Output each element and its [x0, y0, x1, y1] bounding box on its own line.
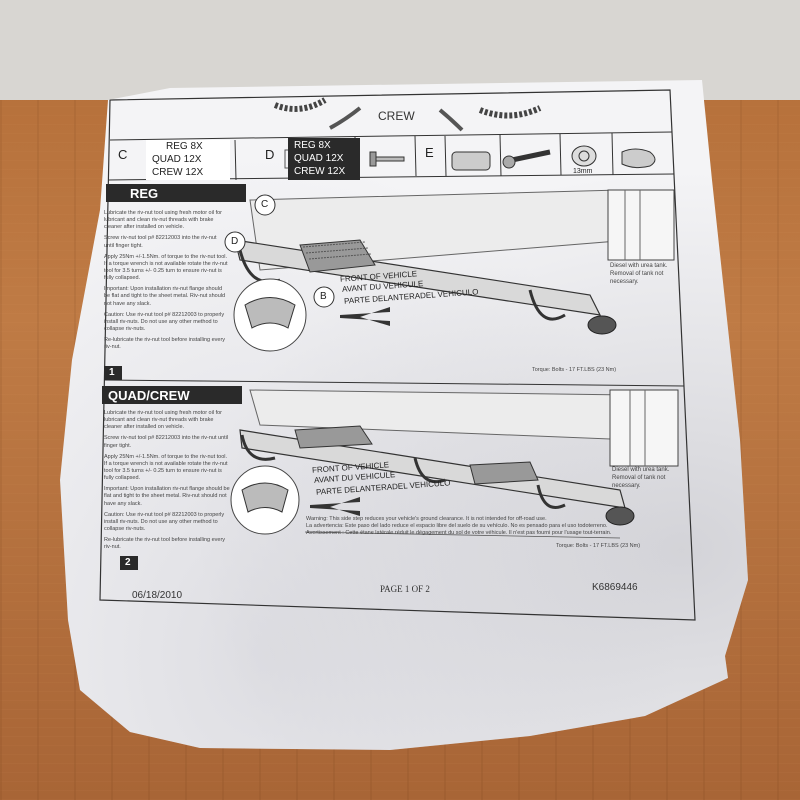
step-2-marker: 2 — [120, 556, 138, 570]
warning-en: Warning: This side step reduces your veh… — [306, 516, 547, 522]
instruction-text: Re-lubricate the riv-nut tool before ins… — [104, 337, 226, 351]
warning-fr: Avertissement : Cette étane latérale réd… — [306, 530, 612, 537]
socket-size-label: 13mm — [573, 168, 593, 175]
instruction-text: Important: Upon installation riv-nut fla… — [104, 486, 230, 507]
instruction-text: Screw riv-nut tool p# 82212003 into the … — [104, 235, 217, 249]
part-d-letter: D — [265, 147, 275, 162]
tools-letter: E — [425, 145, 434, 160]
torque-spec-2: Torque: Bolts - 17 FT.LBS (23 Nm) — [556, 543, 641, 549]
instruction-text: Re-lubricate the riv-nut tool before ins… — [104, 537, 226, 551]
warning-es: La advertencia: Este paso del lado reduc… — [306, 523, 608, 530]
instruction-text: Caution: Use riv-nut tool p# 82212003 to… — [104, 311, 225, 332]
footer-date: 06/18/2010 — [132, 590, 183, 601]
section-quad-crew-header: QUAD/CREW — [102, 386, 242, 404]
callout-b: B — [320, 291, 327, 302]
diesel-note: Diesel with urea tank. Removal of tank n… — [610, 263, 668, 285]
instruction-text: Apply 25Nm +/-1.5Nm. of torque to the ri… — [104, 453, 228, 482]
step-1-marker: 1 — [104, 366, 122, 380]
part-d-qty-box: REG 8X QUAD 12X CREW 12X — [288, 138, 360, 180]
part-d-quad: QUAD 12X — [294, 153, 344, 164]
torque-spec: Torque: Bolts - 17 FT.LBS (23 Nm) — [532, 367, 617, 373]
instruction-sheet: CREW C REG 8X QUAD 12X CREW 12X D REG 8X… — [60, 80, 748, 750]
callout-c: C — [261, 199, 269, 210]
footer-part-number: K6869446 — [592, 582, 638, 593]
warning-block: Warning: This side step reduces your veh… — [306, 516, 626, 537]
section-reg-title: REG — [130, 186, 159, 201]
step-1-number: 1 — [109, 367, 115, 378]
instruction-text: Apply 25Nm +/-1.5Nm. of torque to the ri… — [104, 253, 228, 282]
instruction-text: Lubricate the riv-nut tool using fresh m… — [104, 210, 223, 231]
part-c-letter: C — [118, 147, 128, 162]
section-quad-crew-instructions: Lubricate the riv-nut tool using fresh m… — [104, 410, 230, 551]
view-label: CREW — [378, 109, 415, 123]
step-2-number: 2 — [125, 557, 131, 568]
diesel-note-2: Diesel with urea tank. Removal of tank n… — [612, 467, 670, 489]
section-quad-crew-title: QUAD/CREW — [108, 388, 190, 403]
part-d-crew: CREW 12X — [294, 166, 346, 177]
section-reg-header: REG — [106, 184, 246, 202]
instruction-text: Lubricate the riv-nut tool using fresh m… — [104, 410, 223, 431]
part-d-reg: REG 8X — [294, 140, 331, 151]
sheet-linework — [99, 89, 696, 621]
part-c-reg: REG 8X — [166, 141, 203, 152]
instruction-text: Caution: Use riv-nut tool p# 82212003 to… — [104, 511, 225, 532]
part-c-qty-box: REG 8X QUAD 12X CREW 12X — [146, 140, 230, 180]
callout-d: D — [231, 236, 239, 247]
footer-page: PAGE 1 OF 2 — [380, 584, 430, 594]
instruction-text: Important: Upon installation riv-nut fla… — [104, 286, 226, 307]
instruction-text: Screw riv-nut tool p# 82212003 into the … — [104, 435, 229, 449]
part-c-crew: CREW 12X — [152, 167, 204, 178]
section-reg-instructions: Lubricate the riv-nut tool using fresh m… — [104, 210, 228, 351]
part-c-quad: QUAD 12X — [152, 154, 202, 165]
